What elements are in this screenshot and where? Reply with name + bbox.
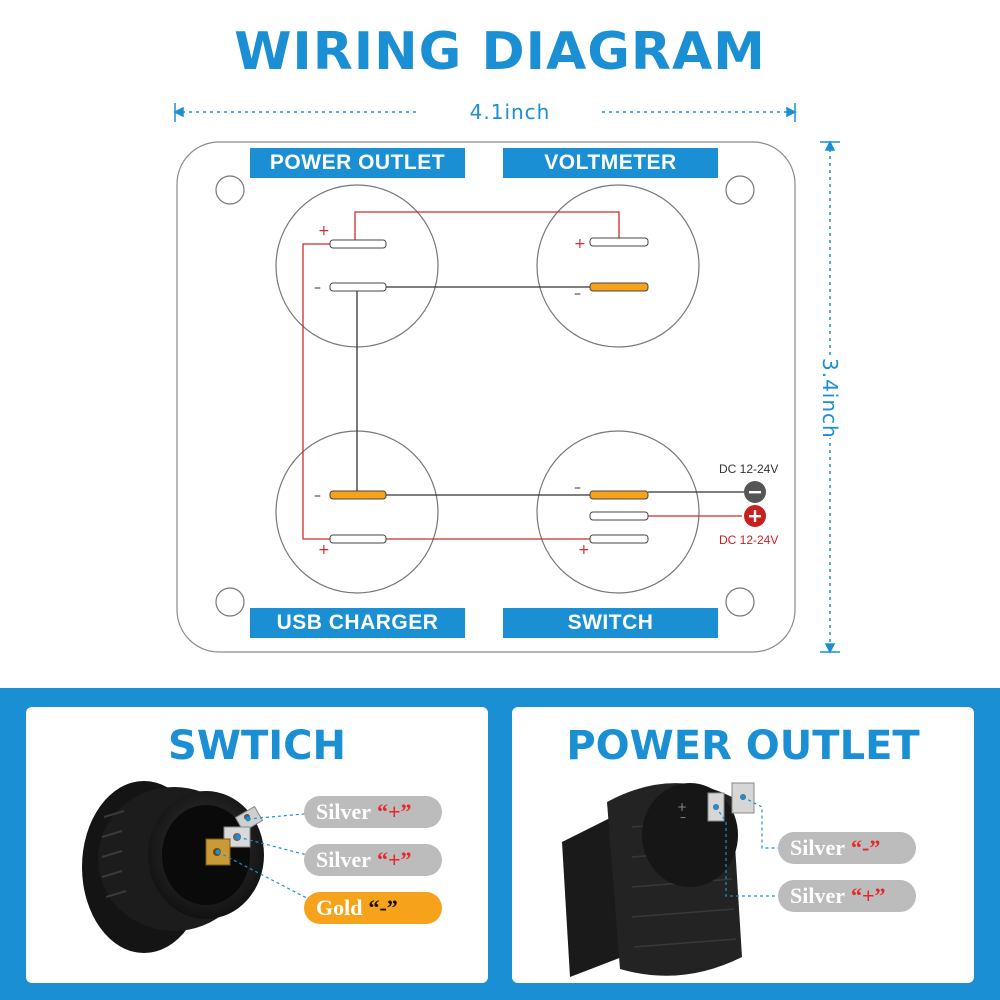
- voltmeter-label: VOLTMETER: [503, 148, 718, 178]
- sign-plus: +: [318, 542, 330, 558]
- power-outlet-label: POWER OUTLET: [250, 148, 465, 178]
- svg-text:+: +: [677, 800, 687, 814]
- terminal-gold: [589, 282, 649, 292]
- power-outlet-panel: POWER OUTLET + –: [512, 707, 974, 983]
- terminal-name: Silver: [790, 883, 845, 908]
- switch-terminal-2: Silver“+”: [304, 844, 442, 876]
- voltmeter-socket: [536, 184, 700, 348]
- mount-hole: [215, 175, 245, 205]
- terminal-name: Silver: [316, 847, 371, 872]
- usb-charger-label: USB CHARGER: [250, 608, 465, 638]
- terminal-name: Silver: [790, 835, 845, 860]
- terminal-sign: “-”: [368, 895, 398, 920]
- power-outlet-image: + –: [562, 782, 780, 977]
- sign-plus: +: [578, 542, 590, 558]
- terminal-silver: [329, 534, 387, 544]
- sign-minus: –: [314, 280, 321, 296]
- outlet-terminal-2: Silver“+”: [778, 880, 916, 912]
- switch-terminal-3: Gold“-”: [304, 892, 442, 924]
- height-label: 3.4inch: [818, 358, 842, 439]
- terminal-gold: [329, 490, 387, 500]
- terminal-sign: “-”: [851, 835, 881, 860]
- terminal-silver: [329, 282, 387, 292]
- sign-minus: –: [574, 286, 581, 302]
- switch-panel-title: SWTICH: [168, 723, 346, 769]
- dc-positive-label: DC 12-24V: [719, 533, 779, 547]
- mount-hole: [725, 587, 755, 617]
- width-label: 4.1inch: [420, 100, 600, 124]
- plate-diagram: + – + – – + – +: [173, 103, 840, 654]
- switch-terminal-1: Silver“+”: [304, 796, 442, 828]
- terminal-sign: “+”: [851, 883, 886, 908]
- terminal-silver: [589, 534, 649, 544]
- terminal-sign: “+”: [377, 799, 412, 824]
- switch-image: [82, 781, 327, 953]
- terminal-gold: [589, 490, 649, 500]
- power-outlet-panel-title: POWER OUTLET: [566, 723, 920, 769]
- sign-plus: +: [318, 223, 330, 239]
- positive-wires: [302, 211, 742, 540]
- switch-panel: SWTICH: [26, 707, 488, 983]
- mount-hole: [215, 587, 245, 617]
- terminal-silver: [589, 511, 649, 521]
- outlet-terminal-1: Silver“-”: [778, 832, 916, 864]
- page-title: WIRING DIAGRAM: [234, 22, 766, 82]
- terminal-name: Gold: [316, 895, 363, 920]
- mount-hole: [725, 175, 755, 205]
- terminal-name: Silver: [316, 799, 371, 824]
- sign-minus: –: [574, 480, 581, 496]
- panel-plate: [176, 141, 796, 653]
- sign-minus: –: [314, 488, 321, 504]
- terminal-silver: [329, 239, 387, 249]
- switch-label: SWITCH: [503, 608, 718, 638]
- terminal-silver: [589, 237, 649, 247]
- svg-text:–: –: [680, 810, 686, 824]
- terminal-sign: “+”: [377, 847, 412, 872]
- negative-wires: [356, 286, 744, 496]
- dc-negative-label: DC 12-24V: [719, 462, 779, 476]
- sign-plus: +: [574, 236, 586, 252]
